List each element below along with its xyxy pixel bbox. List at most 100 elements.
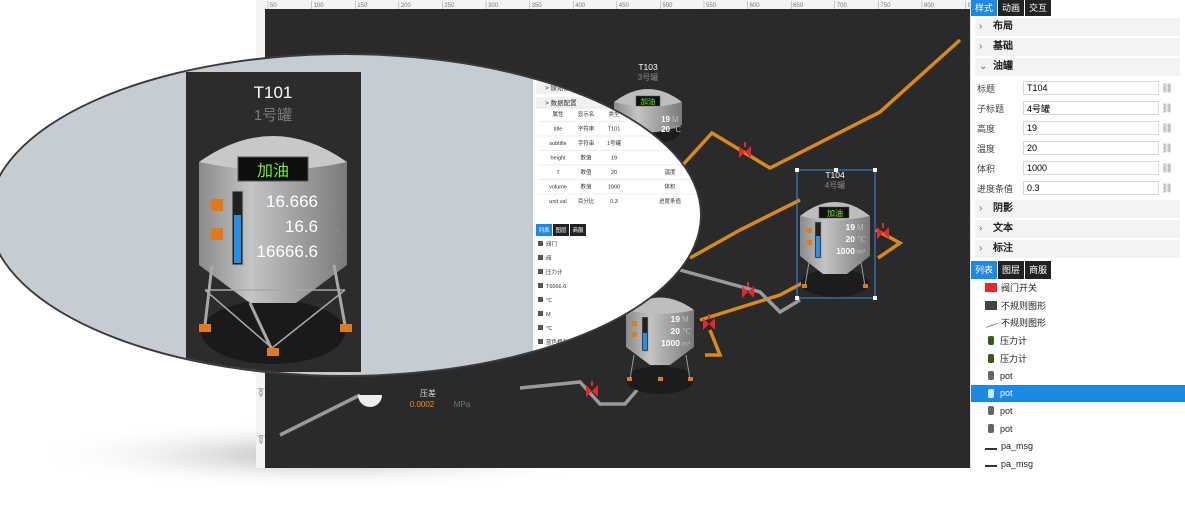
list-item-label: 压力计	[1000, 353, 1028, 364]
polygon-icon	[985, 300, 997, 310]
list-item[interactable]: 压力计	[971, 349, 1185, 367]
property-panel: 样式 动画 交互 ›布局 ›基础 ⌄油罐 标题 ⛓子标题 ⛓高度 ⛓温度 ⛓体积…	[970, 0, 1185, 470]
mini-table-cell: 0.3	[610, 199, 618, 205]
group-layout[interactable]: ›布局	[975, 18, 1180, 36]
resize-handle[interactable]	[873, 296, 877, 300]
tank-tag-label: 加油	[827, 208, 843, 218]
polyline-icon	[984, 318, 998, 328]
tank-temp-unit: ℃	[857, 235, 866, 244]
pipe-gray-low	[519, 373, 652, 406]
tab-interaction[interactable]: 交互	[1025, 0, 1052, 16]
link-icon[interactable]: ⛓	[1161, 142, 1173, 153]
ruler-label: 400	[259, 388, 265, 397]
ruler-label: 300	[488, 3, 499, 9]
mini-item-label: 阀门	[546, 240, 557, 248]
group-text[interactable]: ›文本	[975, 220, 1180, 238]
link-icon[interactable]: ⛓	[1161, 82, 1173, 93]
prop-row: 高度 ⛓	[971, 118, 1185, 138]
list-item[interactable]: pa_msg	[971, 437, 1185, 455]
tank-t104[interactable]: T104 4号罐 加油 19 M 20 ℃ 1000 m³	[795, 168, 877, 300]
chevron-right-icon: ›	[979, 243, 983, 254]
pressure-unit: MPa	[454, 400, 471, 409]
tank-icon	[988, 371, 994, 381]
prop-input[interactable]	[1023, 141, 1159, 155]
list-item[interactable]: pot	[971, 420, 1185, 438]
mini-item-icon	[538, 297, 543, 302]
tab-animation[interactable]: 动画	[998, 0, 1025, 16]
prop-input[interactable]	[1023, 81, 1159, 95]
mini-table-cell: 19	[611, 156, 617, 162]
zoom-temp-unit: ℃	[324, 219, 341, 236]
tank-bottom[interactable]: 19 M 20 ℃ 1000 m³	[626, 297, 694, 395]
mini-table-cell: subtitle	[549, 141, 566, 147]
list-item[interactable]: pot	[971, 367, 1185, 385]
ruler-label: 450	[619, 3, 630, 9]
valve-icon[interactable]	[742, 282, 754, 298]
link-icon[interactable]: ⛓	[1161, 102, 1173, 113]
prop-input[interactable]	[1023, 121, 1159, 135]
mini-table-cell: 百分比	[578, 197, 595, 205]
valve-icon[interactable]	[586, 381, 598, 397]
mini-table-cell: unit.val	[549, 199, 566, 205]
mini-table-cell: 字符串	[578, 139, 595, 147]
ruler-label: 50	[270, 3, 277, 9]
tank-volume-unit: m³	[682, 341, 691, 348]
indicator-icon	[211, 199, 223, 211]
tank-level-unit: M	[672, 115, 679, 124]
tank-level-unit: M	[682, 315, 689, 324]
valve-icon[interactable]	[703, 314, 715, 330]
group-label: 文本	[993, 223, 1013, 234]
list-item[interactable]: 不规则图形	[971, 297, 1185, 315]
tank-temp: 20	[661, 125, 670, 134]
group-shadow[interactable]: ›阴影	[975, 200, 1180, 218]
tank-level: 19	[661, 115, 670, 124]
prop-input[interactable]	[1023, 161, 1159, 175]
props-list: 标题 ⛓子标题 ⛓高度 ⛓温度 ⛓体积 ⛓进度条值 ⛓	[971, 78, 1185, 198]
pressure-label: 压差	[420, 388, 436, 398]
prop-row: 体积 ⛓	[971, 158, 1185, 178]
prop-row: 温度 ⛓	[971, 138, 1185, 158]
list-item[interactable]: pot	[971, 402, 1185, 420]
resize-handle[interactable]	[873, 168, 877, 172]
list-item[interactable]: pot	[971, 384, 1185, 403]
tank-tag	[635, 95, 661, 107]
valve-icon[interactable]	[877, 223, 889, 239]
list-item[interactable]: 阀门开关	[971, 279, 1185, 297]
mini-item-label: T6666.6	[546, 284, 566, 290]
link-icon[interactable]: ⛓	[1161, 182, 1173, 193]
tab-list[interactable]: 列表	[971, 261, 998, 279]
mini-table-cell: 数值	[580, 154, 592, 162]
group-basic[interactable]: ›基础	[975, 38, 1180, 56]
list-item[interactable]: 不规则图形	[971, 314, 1185, 332]
tank-icon	[988, 424, 994, 434]
mini-item-label: 蓝色横条	[546, 338, 569, 346]
gauge-icon	[988, 353, 994, 363]
tank-temp-unit: ℃	[682, 327, 691, 336]
ruler-label: 500	[662, 3, 673, 9]
pipe-orange-right	[875, 228, 904, 260]
tab-layers[interactable]: 图层	[998, 261, 1025, 279]
resize-handle[interactable]	[795, 296, 799, 300]
tab-style[interactable]: 样式	[971, 0, 998, 16]
mini-item-icon	[538, 269, 543, 274]
prop-label: 进度条值	[977, 183, 1014, 194]
ruler-label: 700	[837, 3, 848, 9]
link-icon[interactable]: ⛓	[1161, 162, 1173, 173]
pressure-gauge[interactable]: 压差 0.0002 MPa	[358, 388, 471, 409]
indicator-icon	[211, 228, 223, 240]
prop-input[interactable]	[1023, 181, 1159, 195]
prop-input[interactable]	[1023, 101, 1159, 115]
mini-table-cell: 温度	[664, 168, 676, 176]
list-item[interactable]: pa_msg	[971, 455, 1185, 473]
resize-handle[interactable]	[834, 168, 838, 172]
mini-table-cell: T	[556, 170, 560, 176]
link-icon[interactable]: ⛓	[1161, 122, 1173, 133]
resize-handle[interactable]	[795, 168, 799, 172]
group-tank[interactable]: ⌄油罐	[975, 58, 1180, 76]
list-item[interactable]: 压力计	[971, 332, 1185, 350]
zoom-level-fill	[234, 215, 241, 263]
tab-services[interactable]: 商服	[1025, 261, 1052, 279]
list-item-label: pa_msg	[1001, 441, 1034, 452]
group-annotation[interactable]: ›标注	[975, 240, 1180, 258]
valve-icon[interactable]	[739, 142, 751, 158]
